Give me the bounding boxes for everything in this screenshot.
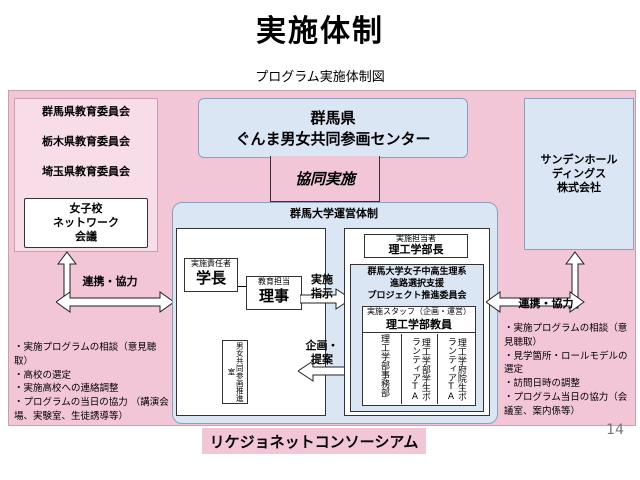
page-title: 実施体制	[256, 14, 384, 49]
column-divider-1	[401, 334, 402, 404]
right-note-3: ・訪問日時の調整	[504, 378, 581, 390]
coordinator-name: 理工学部長	[388, 242, 444, 256]
grad-volunteer-label: 理工学府院生ボランティアTA	[446, 336, 466, 402]
gunma-prefecture-box: 群馬県 ぐんま男女共同参画センター	[198, 98, 468, 158]
gender-office-box: 男女共同参画推進室	[222, 340, 248, 404]
right-note-2: ・見学箇所・ロールモデルの選定	[504, 350, 628, 376]
right-note-1: ・実施プログラムの相談（意見聴取）	[504, 323, 628, 348]
network-label: 女子校 ネットワーク 会議	[53, 202, 119, 243]
trustee-label: 教育担当	[258, 277, 290, 286]
left-note-3: ・実施高校への連絡調整	[14, 383, 119, 395]
coordinator-box: 実施担当者 理工学部長	[364, 234, 468, 258]
network-box: 女子校 ネットワーク 会議	[24, 198, 148, 248]
staff-name: 理工学部教員	[386, 317, 452, 331]
board-saitama: 埼玉県教育委員会	[42, 164, 130, 178]
implementation-label: 実施 指示	[311, 272, 333, 300]
joint-implementation-box: 協同実施	[270, 156, 380, 202]
undergrad-volunteer-label: 理工学部学生ボランティアTA	[410, 336, 430, 402]
left-note-4: ・プログラムの当日の協力 （講演会場、実験室、生徒誘導等）	[14, 397, 169, 422]
staff-label: 実施スタッフ（企画・運営）	[367, 306, 471, 316]
left-notes: ・実施プログラムの相談（意見聴取） ・高校の選定 ・実施高校への連絡調整 ・プロ…	[14, 341, 170, 424]
left-horizontal-arrow	[56, 291, 175, 313]
joint-implementation-label: 協同実施	[294, 170, 355, 188]
left-note-1: ・実施プログラムの相談（意見聴取）	[14, 342, 157, 367]
right-horizontal-arrow	[486, 291, 585, 313]
staff-box	[362, 306, 476, 406]
proposal-arrow	[298, 360, 350, 382]
president-name: 学長	[195, 268, 226, 287]
left-note-2: ・高校の選定	[14, 369, 72, 381]
right-notes: ・実施プログラムの相談（意見聴取） ・見学箇所・ロールモデルの選定 ・訪問日時の…	[504, 322, 636, 418]
office-column: 理工学部事務部	[366, 334, 400, 404]
company-name: サンデンホール ディングス 株式会社	[540, 152, 618, 195]
university-title: 群馬大学運営体制	[290, 206, 378, 220]
connector-line	[238, 286, 246, 287]
gunma-pref-name: 群馬県	[310, 109, 356, 127]
executive-box	[176, 228, 326, 416]
board-tochigi: 栃木県教育委員会	[42, 134, 130, 148]
gunma-gender-center: ぐんま男女共同参画センター	[235, 130, 431, 148]
consortium-label: リケジョネットコンソーシアム	[202, 428, 426, 454]
proposal-label: 企画・ 提案	[305, 338, 339, 366]
page-number: 14	[606, 422, 624, 438]
left-cooperation-label: 連携・協力	[82, 274, 138, 288]
company-box: サンデンホール ディングス 株式会社	[524, 98, 634, 250]
staff-divider	[362, 332, 476, 333]
trustee-box: 教育担当 理事	[246, 276, 302, 310]
implementation-arrow	[300, 288, 352, 310]
office-label: 理工学部事務部	[378, 334, 389, 397]
right-cooperation-label: 連携・協力	[518, 296, 574, 310]
grad-volunteer-column: 理工学府院生ボランティアTA	[438, 334, 472, 404]
president-box: 実施責任者 学長	[184, 258, 238, 292]
president-label: 実施責任者	[191, 259, 231, 268]
committee-name: 群馬大学女子中高生理系 進路選択支援 プロジェクト推進委員会	[367, 267, 467, 301]
coordinator-label: 実施担当者	[396, 234, 436, 243]
gender-office-label: 男女共同参画推進室	[227, 342, 245, 402]
diagram-subtitle: プログラム実施体制図	[255, 70, 385, 85]
board-gunma: 群馬県教育委員会	[42, 104, 130, 118]
undergrad-volunteer-column: 理工学部学生ボランティアTA	[402, 334, 436, 404]
column-divider-2	[437, 334, 438, 404]
trustee-name: 理事	[258, 286, 289, 305]
right-note-4: ・プログラム当日の協力（会議室、案内係等）	[504, 391, 628, 417]
